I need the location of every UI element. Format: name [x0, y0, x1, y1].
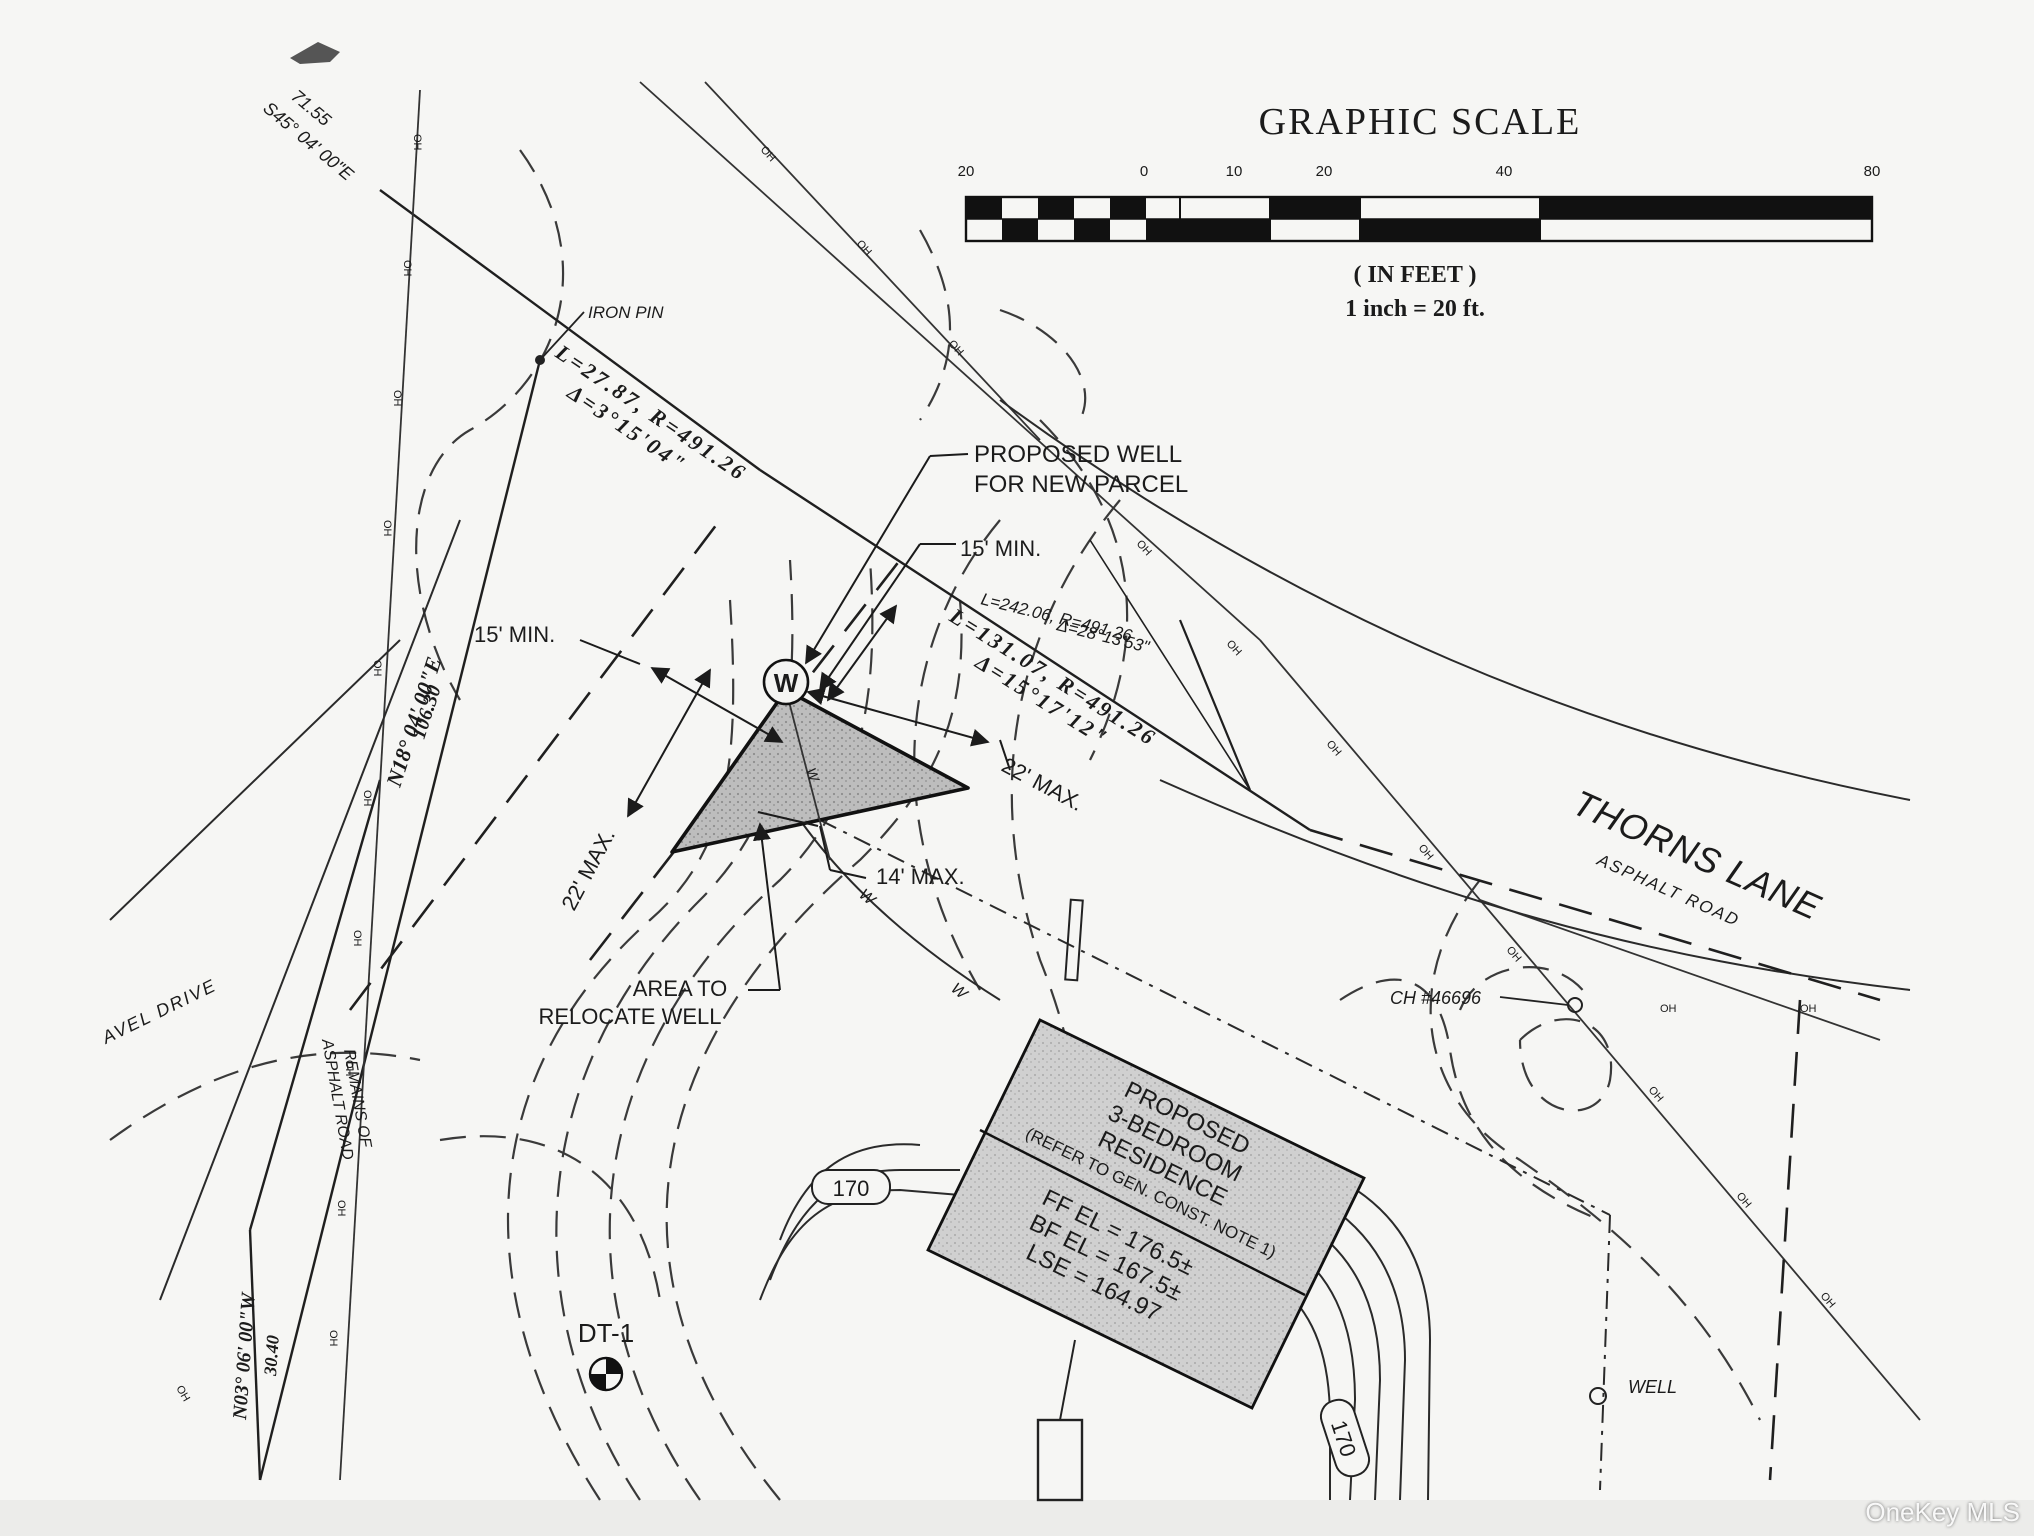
dt1-label: DT-1 [578, 1318, 634, 1348]
scale-tick-4: 40 [1496, 163, 1513, 180]
svg-text:OH: OH [1660, 1003, 1677, 1015]
max14-label: 14' MAX. [876, 864, 965, 889]
svg-text:OH: OH [343, 1060, 355, 1077]
property-lines [248, 189, 1311, 1481]
relocate-label-2: RELOCATE WELL [539, 1004, 722, 1029]
overhead-line-markers: OH OH OH OH OH OH OH OH OH OH OH OH OH O… [173, 134, 1837, 1404]
svg-text:170: 170 [833, 1176, 870, 1201]
pole-label: CH #46696 [1390, 988, 1482, 1008]
curve-leader [1178, 619, 1252, 791]
scale-tick-0: 20 [958, 163, 975, 180]
dt1-benchmark-fill [590, 1358, 622, 1390]
min15-label-left: 15' MIN. [474, 622, 555, 647]
curve-leader-2 [1089, 539, 1251, 791]
scale-units: ( IN FEET ) [1354, 262, 1477, 288]
scale-tick-1: 0 [1140, 163, 1148, 180]
photo-bottom-edge [0, 1500, 2034, 1536]
contour-label-west: 170 [811, 1169, 891, 1205]
watermark: OneKey MLS [1865, 1497, 2020, 1527]
iron-pin-label: IRON PIN [588, 303, 664, 322]
driveway-lead [1059, 1339, 1076, 1421]
svg-text:OH: OH [1800, 1003, 1817, 1015]
svg-text:OH: OH [327, 1330, 339, 1347]
svg-text:OH: OH [381, 520, 393, 537]
water-line [799, 819, 1001, 1001]
proposed-well-label-1: PROPOSED WELL [974, 441, 1182, 468]
svg-text:OH: OH [391, 390, 403, 407]
svg-text:OH: OH [371, 660, 383, 677]
existing-well-icon [1589, 1387, 1607, 1405]
svg-text:OH: OH [401, 260, 413, 277]
min15-label-right: 15' MIN. [960, 536, 1041, 561]
water-line-markers: W W W [803, 766, 971, 1004]
scale-tick-5: 80 [1864, 163, 1881, 180]
proposed-well-leader [929, 453, 969, 457]
existing-well-label: WELL [1628, 1377, 1677, 1397]
scale-title: GRAPHIC SCALE [1259, 101, 1582, 143]
scale-tick-3: 20 [1316, 163, 1333, 180]
iron-pin-leader [539, 311, 585, 361]
well-axis [785, 689, 831, 861]
service-line [819, 819, 1611, 1491]
proposed-well-label-2: FOR NEW PARCEL [974, 471, 1188, 498]
proposed-well-letter: W [774, 668, 799, 698]
corner-smudge [290, 42, 340, 64]
road-edges [109, 399, 1911, 1301]
bearing-low-dist: 30.40 [260, 1334, 283, 1377]
svg-text:OH: OH [361, 790, 373, 807]
scale-ratio: 1 inch = 20 ft. [1345, 296, 1485, 322]
svg-text:OH: OH [411, 134, 423, 151]
dimension-lines [579, 455, 1011, 991]
scale-tick-2: 10 [1226, 163, 1243, 180]
culvert [1064, 898, 1084, 982]
relocate-label-1: AREA TO [633, 976, 728, 1001]
pole-leader [1499, 996, 1569, 1006]
overhead-lines [339, 81, 1921, 1481]
svg-text:OH: OH [351, 930, 363, 947]
proposed-residence: PROPOSED 3-BEDROOM RESIDENCE (REFER TO G… [926, 1018, 1366, 1410]
contour-label-south: 170 [1319, 1398, 1371, 1478]
svg-text:OH: OH [335, 1200, 347, 1217]
graphic-scale: GRAPHIC SCALE 20 0 10 20 40 80 ( IN F [958, 101, 1881, 322]
